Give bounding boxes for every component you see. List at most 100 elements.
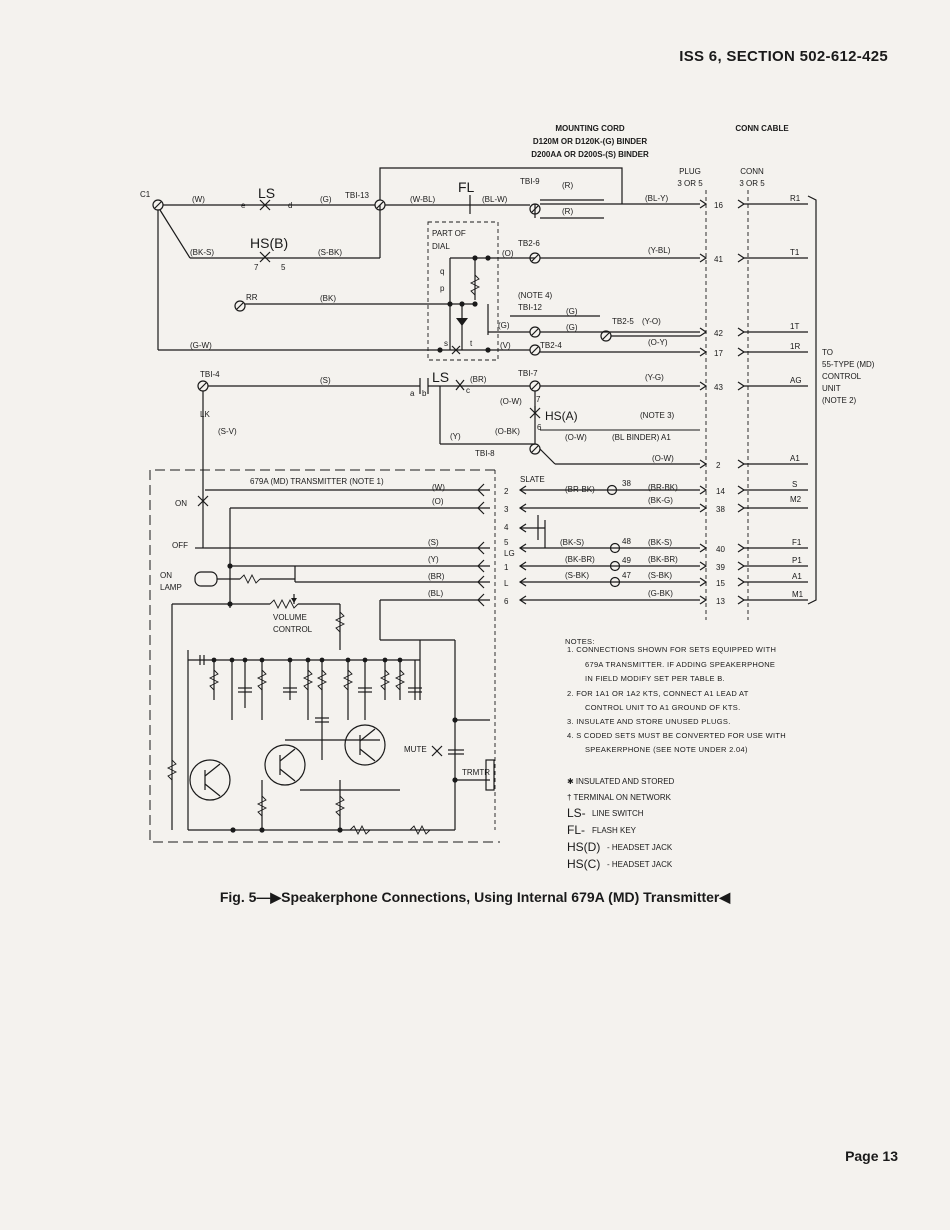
to-control-label-4: UNIT bbox=[822, 384, 841, 393]
note-line-2: 679A TRANSMITTER. IF ADDING SPEAKERPHONE bbox=[585, 660, 775, 669]
wire-br-bk-label: (BR-BK) bbox=[565, 485, 595, 494]
wire-o-w-label-3: (O-W) bbox=[652, 454, 674, 463]
hs-a-pin-7-label: 7 bbox=[536, 395, 541, 404]
transmitter-box bbox=[149, 469, 500, 843]
notes-block: NOTES: 1. CONNECTIONS SHOWN FOR SETS EQU… bbox=[565, 637, 786, 754]
wire-g-label: (G) bbox=[320, 195, 332, 204]
page-header: ISS 6, SECTION 502-612-425 bbox=[679, 48, 888, 65]
wire-y-bl-label: (Y-BL) bbox=[648, 246, 671, 255]
plug-label: PLUG bbox=[679, 167, 701, 176]
wire-o-y-label: (O-Y) bbox=[648, 338, 668, 347]
tb1-13-label: TBI-13 bbox=[345, 191, 370, 200]
conn-lead-s: S bbox=[792, 480, 797, 489]
wire-y-label: (Y) bbox=[450, 432, 461, 441]
transmitter-lead-br: (BR) bbox=[428, 572, 445, 581]
lk-terminal-label: LK bbox=[200, 410, 210, 419]
plug-pin-17: 17 bbox=[714, 349, 723, 358]
wire-o-w-label-2: (O-W) bbox=[565, 433, 587, 442]
legend-fl-text: FLASH KEY bbox=[592, 826, 637, 835]
off-switch-label: OFF bbox=[172, 541, 188, 550]
wire-br-label: (BR) bbox=[470, 375, 487, 384]
rr-terminal-label: RR bbox=[246, 293, 258, 302]
note-line-6: 3. INSULATE AND STORE UNUSED PLUGS. bbox=[567, 717, 731, 726]
volume-control-label-1: VOLUME bbox=[273, 613, 307, 622]
plug-pin-13: 13 bbox=[716, 597, 725, 606]
ls-e-label: e bbox=[241, 201, 246, 210]
to-control-label-1: TO bbox=[822, 348, 833, 357]
plug-pin-14: 14 bbox=[716, 487, 725, 496]
plug-pin-l-lower: L bbox=[504, 579, 509, 588]
wire-w-label: (W) bbox=[192, 195, 205, 204]
terminal-48-label: 48 bbox=[622, 537, 631, 546]
transmitter-lead-w: (W) bbox=[432, 483, 445, 492]
legend-block: ✱ INSULATED AND STORED † TERMINAL ON NET… bbox=[567, 777, 675, 871]
plug-pin-2: 2 bbox=[716, 461, 721, 470]
plug-pin-3-lower: 3 bbox=[504, 505, 509, 514]
hs-b-jack-label: HS(B) bbox=[250, 235, 288, 251]
terminal-47-label: 47 bbox=[622, 571, 631, 580]
wire-bl-w-label: (BL-W) bbox=[482, 195, 508, 204]
wire-br-bk-label-2: (BR-BK) bbox=[648, 483, 678, 492]
terminal-38-label: 38 bbox=[622, 479, 631, 488]
conn-lead-ag: AG bbox=[790, 376, 802, 385]
contact-t-label: t bbox=[470, 339, 473, 348]
plug-pin-5-lower: 5 bbox=[504, 538, 509, 547]
note-line-1: 1. CONNECTIONS SHOWN FOR SETS EQUIPPED W… bbox=[567, 645, 776, 654]
conn-lead-1t: 1T bbox=[790, 322, 799, 331]
plug-pin-lg-lower: LG bbox=[504, 549, 515, 558]
conn-cable-label: CONN CABLE bbox=[735, 124, 789, 133]
page-number: Page 13 bbox=[845, 1148, 898, 1164]
legend-ls-abbr: LS- bbox=[567, 806, 586, 820]
tb1-9-label: TBI-9 bbox=[520, 177, 540, 186]
volume-control-label-2: CONTROL bbox=[273, 625, 313, 634]
cord-label-1: MOUNTING CORD bbox=[555, 124, 625, 133]
wire-s-bk-label: (S-BK) bbox=[318, 248, 342, 257]
slate-label: SLATE bbox=[520, 475, 545, 484]
plug-pin-41: 41 bbox=[714, 255, 723, 264]
plug-pin-6-lower: 6 bbox=[504, 597, 509, 606]
part-of-dial-label-1: PART OF bbox=[432, 229, 466, 238]
conn-label: CONN bbox=[740, 167, 764, 176]
plug-pin-2-lower: 2 bbox=[504, 487, 509, 496]
legend-insulated: ✱ INSULATED AND STORED bbox=[567, 777, 675, 786]
plug-pin-38: 38 bbox=[716, 505, 725, 514]
conn-lead-f1: F1 bbox=[792, 538, 802, 547]
note-line-8: SPEAKERPHONE (SEE NOTE UNDER 2.04) bbox=[585, 745, 748, 754]
contact-s-label: s bbox=[444, 339, 448, 348]
hs-b-pin-7-label: 7 bbox=[254, 263, 259, 272]
wire-g-label-3: (G) bbox=[498, 321, 510, 330]
tb1-12-label: TBI-12 bbox=[518, 303, 543, 312]
wire-s-label: (S) bbox=[320, 376, 331, 385]
part-of-dial-label-2: DIAL bbox=[432, 242, 450, 251]
transmitter-lead-bl: (BL) bbox=[428, 589, 443, 598]
wire-o-bk-label: (O-BK) bbox=[495, 427, 520, 436]
wire-g-bk-label: (G-BK) bbox=[648, 589, 673, 598]
plug-pin-40: 40 bbox=[716, 545, 725, 554]
fl-key-label: FL bbox=[458, 179, 475, 195]
wire-bl-y-label: (BL-Y) bbox=[645, 194, 668, 203]
wire-w-bl-label: (W-BL) bbox=[410, 195, 436, 204]
plug-pin-4-lower: 4 bbox=[504, 523, 509, 532]
transmitter-lead-s: (S) bbox=[428, 538, 439, 547]
legend-hsd-text: - HEADSET JACK bbox=[607, 843, 673, 852]
wire-bk-s-label: (BK-S) bbox=[190, 248, 214, 257]
cord-label-3: D200AA OR D200S-(S) BINDER bbox=[531, 150, 649, 159]
legend-ls-text: LINE SWITCH bbox=[592, 809, 644, 818]
hs-a-pin-6-label: 6 bbox=[537, 423, 542, 432]
conn-lead-r1: R1 bbox=[790, 194, 801, 203]
wire-s-bk-lower-label: (S-BK) bbox=[565, 571, 589, 580]
note-line-7: 4. S CODED SETS MUST BE CONVERTED FOR US… bbox=[567, 731, 786, 740]
tb2-5-label: TB2-5 bbox=[612, 317, 634, 326]
wire-bk-br-label-2: (BK-BR) bbox=[648, 555, 678, 564]
on-switch-label: ON bbox=[175, 499, 187, 508]
figure-caption: Fig. 5—▶Speakerphone Connections, Using … bbox=[219, 889, 731, 905]
bl-binder-label: (BL BINDER) A1 bbox=[612, 433, 671, 442]
conn-lead-1r: 1R bbox=[790, 342, 800, 351]
dial-p-label: p bbox=[440, 284, 445, 293]
wire-bk-s-lower-label-2: (BK-S) bbox=[648, 538, 672, 547]
hs-b-pin-5-label: 5 bbox=[281, 263, 286, 272]
ls-a-label: a bbox=[410, 389, 415, 398]
to-control-label-5: (NOTE 2) bbox=[822, 396, 857, 405]
conn-lead-a1: A1 bbox=[790, 454, 800, 463]
